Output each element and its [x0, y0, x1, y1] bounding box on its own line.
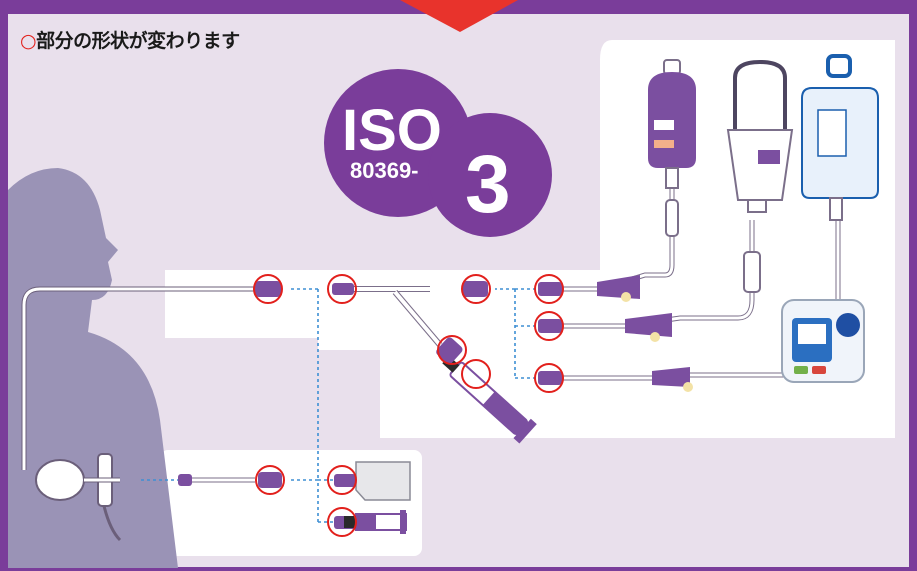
highlight-circle	[437, 335, 467, 365]
highlight-circle	[253, 274, 283, 304]
supply-connector-1	[597, 275, 640, 299]
circle-mark-icon: ○	[20, 30, 37, 52]
highlight-circle	[327, 465, 357, 495]
highlight-circles	[253, 274, 564, 537]
enteral-connectors-upper	[255, 281, 562, 385]
iso-logo-circle-small	[428, 113, 552, 237]
supply-connector-2	[625, 313, 672, 337]
syringe-tip-connector	[436, 337, 463, 364]
caption-text: 部分の形状が変わります	[36, 30, 240, 52]
feeding-bottle	[648, 59, 696, 237]
down-arrow-icon	[400, 0, 518, 32]
highlight-circle	[461, 274, 491, 304]
gastrostomy-port	[35, 459, 85, 501]
caption: ○部分の形状が変わります	[20, 26, 240, 53]
enteral-feeding-pump	[781, 299, 865, 383]
highlight-circle	[255, 465, 285, 495]
highlight-circle	[327, 274, 357, 304]
iso-logo-part-number: 3	[465, 139, 511, 230]
highlight-circle	[327, 507, 357, 537]
supply-connector-3	[652, 367, 690, 387]
main-panel	[165, 40, 895, 438]
syringe-lower	[344, 510, 407, 534]
feeding-bag-with-handle	[726, 59, 794, 293]
iso-logo-line1: ISO	[342, 98, 442, 163]
highlight-circle	[534, 311, 564, 341]
highlight-circle	[534, 274, 564, 304]
drip-bag	[801, 54, 879, 221]
highlight-circle	[461, 359, 491, 389]
highlight-circle	[534, 363, 564, 393]
iso-logo-line2: 80369-	[350, 158, 419, 183]
iso-80369-3-logo: ISO 80369- 3	[324, 69, 552, 237]
feeding-pouch	[355, 461, 411, 501]
